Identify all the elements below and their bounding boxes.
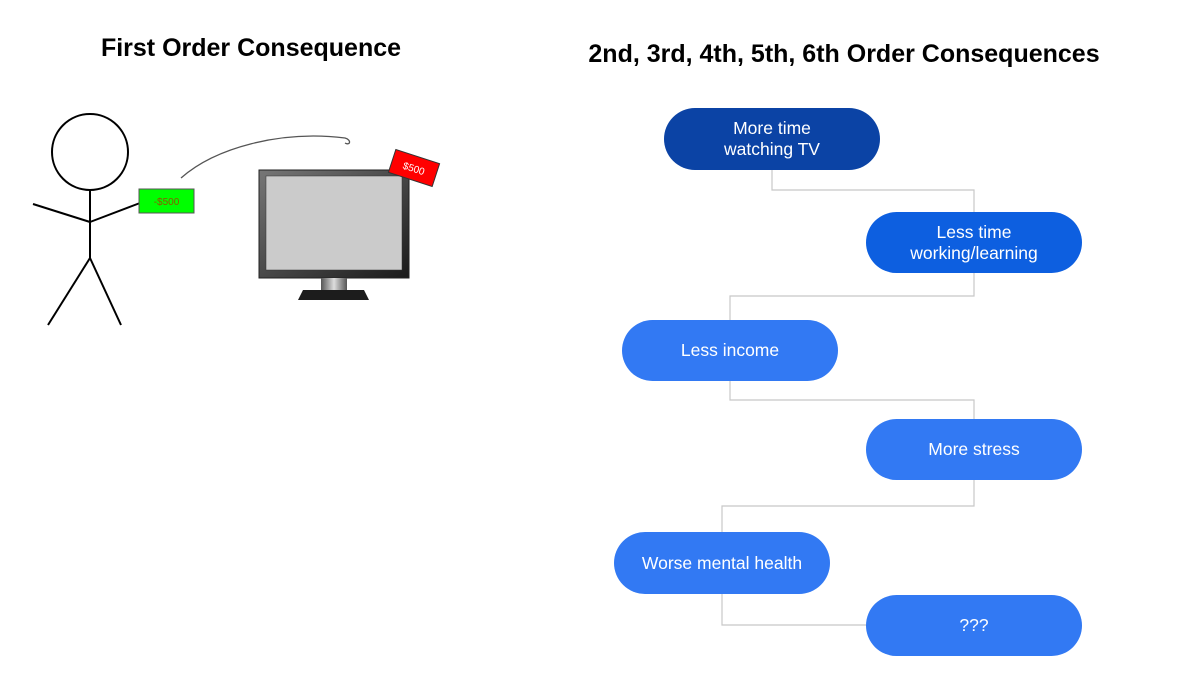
flow-connectors [721,170,975,626]
connector-1-2 [771,170,975,212]
throw-arc-line [180,135,351,179]
later-orders-title: 2nd, 3rd, 4th, 5th, 6th Order Consequenc… [588,40,1100,68]
flow-node-label: Less income [680,340,780,360]
flow-node-label: Less time working/learning [910,221,1038,263]
connector-2-3 [729,273,975,320]
flow-node-label: Worse mental health [641,552,803,573]
stick-figure-head [51,113,129,191]
first-order-title: First Order Consequence [100,34,402,62]
flow-node-label: More time watching TV [724,118,820,159]
flow-node-more-tv: More time watching TV [664,108,880,170]
cash-note: -$500 [138,188,195,214]
tv-monitor-screen [265,175,403,271]
connector-5-6 [721,594,866,626]
connector-3-4 [729,381,975,419]
price-tag: $500 [387,148,441,188]
tv-monitor-neck [321,278,347,293]
stick-figure-left-leg [47,257,91,326]
stick-figure-left-arm [32,203,91,223]
flow-node-less-income: Less income [622,320,838,381]
flow-node-unknown: ??? [866,595,1082,656]
flow-node-label: More stress [928,439,1020,459]
stick-figure-right-arm [89,202,141,223]
stick-figure [32,113,141,326]
price-tag-body [387,148,441,188]
tv-monitor-base [298,290,369,300]
flow-node-more-stress: More stress [866,419,1082,480]
connector-4-5 [721,480,975,532]
flow-node-worse-mental-health: Worse mental health [614,532,830,594]
stick-figure-right-leg [89,257,122,326]
flow-node-less-working: Less time working/learning [866,212,1082,273]
tv-monitor [258,169,410,300]
cash-note-label: -$500 [154,197,180,208]
cash-note-bill [138,188,195,214]
flow-node-label: ??? [959,615,989,635]
